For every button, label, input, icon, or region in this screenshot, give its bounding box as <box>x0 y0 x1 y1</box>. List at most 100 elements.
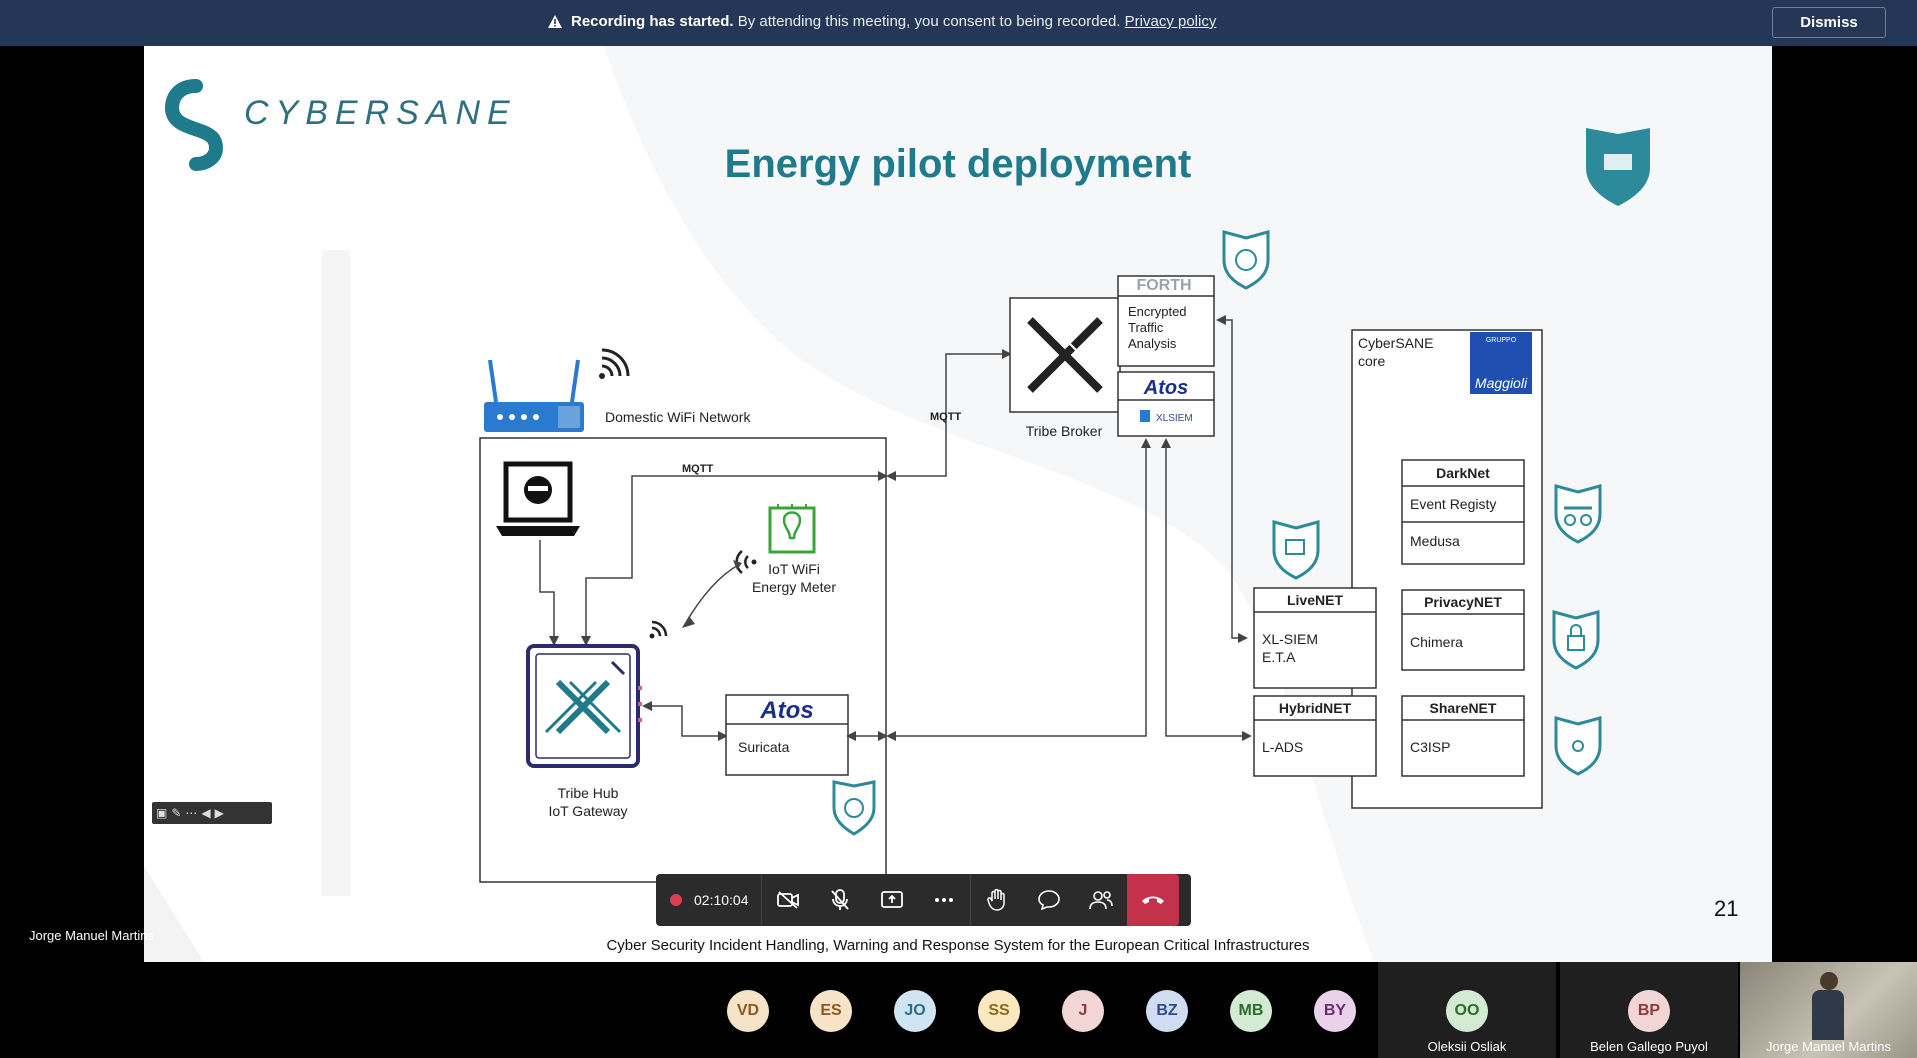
presenter-pen-icon[interactable]: ✎ <box>171 806 182 820</box>
more-options-button[interactable] <box>918 874 970 926</box>
participant-initials: ES <box>820 1002 842 1019</box>
eta-label-3: Analysis <box>1128 336 1177 351</box>
banner-bold: Recording has started. <box>571 13 734 30</box>
livenet-item-1: XL-SIEM <box>1262 631 1318 647</box>
signal-icon <box>735 550 757 574</box>
xlsiem-icon <box>1140 410 1150 422</box>
chat-icon <box>1037 890 1060 910</box>
maggioli-logo <box>1470 332 1532 394</box>
meeting-timer: 02:10:04 <box>694 892 749 908</box>
participant-video[interactable]: Jorge Manuel Martins <box>1740 962 1917 1058</box>
presenter-toolbar: ▣ ✎ ⋯ ◀ ▶ <box>152 802 272 824</box>
eta-label-2: Traffic <box>1128 320 1164 335</box>
participant-name: Jorge Manuel Martins <box>1766 1039 1891 1054</box>
cybersane-shield-icon <box>832 780 876 836</box>
mqtt-label-outer: MQTT <box>930 411 961 423</box>
shared-slide: Domestic WiFi Network MQTT IoT WiFi Ener… <box>144 46 1772 962</box>
participant-avatar[interactable]: SS <box>978 990 1020 1032</box>
domestic-wifi-label: Domestic WiFi Network <box>605 409 751 425</box>
iot-meter-label-1: IoT WiFi <box>768 561 820 577</box>
share-screen-button[interactable] <box>866 874 918 926</box>
privacynet-box <box>1401 589 1525 671</box>
raise-hand-icon <box>986 889 1005 911</box>
raise-hand-button[interactable] <box>969 874 1023 926</box>
darknet-box <box>1401 459 1525 565</box>
presenter-screen-icon[interactable]: ▣ <box>156 806 168 820</box>
dismiss-button[interactable]: Dismiss <box>1772 7 1886 38</box>
speaker-name-label: Jorge Manuel Martins <box>29 928 154 943</box>
more-icon <box>934 898 953 902</box>
mic-off-button[interactable] <box>814 874 866 926</box>
recording-indicator: 02:10:04 <box>656 874 762 926</box>
sharenet-title: ShareNET <box>1430 700 1497 716</box>
participant-avatar[interactable]: ES <box>810 990 852 1032</box>
share-shield-icon <box>1554 716 1602 776</box>
livenet-box <box>1253 587 1377 689</box>
cybersane-shield-icon-top <box>1222 230 1270 290</box>
participant-initials: J <box>1078 1002 1088 1019</box>
participant-avatar[interactable]: J <box>1062 990 1104 1032</box>
participants-button[interactable] <box>1075 874 1127 926</box>
router-icon <box>484 359 584 432</box>
privacynet-title: PrivacyNET <box>1424 594 1502 610</box>
maggioli-label: Maggioli <box>1475 375 1528 391</box>
slide-footer: Cyber Security Incident Handling, Warnin… <box>606 937 1310 954</box>
tribe-hub-label-2: IoT Gateway <box>548 803 627 819</box>
forth-logo: FORTH <box>1136 277 1191 294</box>
participant-initials: BZ <box>1156 1002 1178 1019</box>
person-silhouette-body <box>1812 990 1844 1040</box>
participant-name: Oleksii Osliak <box>1427 1039 1507 1054</box>
participant-avatar[interactable]: JO <box>894 990 936 1032</box>
participant-avatar: OO <box>1446 990 1488 1032</box>
hybridnet-title: HybridNET <box>1279 700 1352 716</box>
participant-avatar[interactable]: BZ <box>1146 990 1188 1032</box>
participant-avatar: BP <box>1628 990 1670 1032</box>
livenet-shield-icon <box>1272 520 1320 580</box>
slide-diagram: Domestic WiFi Network MQTT IoT WiFi Ener… <box>144 46 1772 962</box>
cybersane-logo-icon <box>164 79 224 171</box>
livenet-item-2: E.T.A <box>1262 649 1296 665</box>
suricata-label: Suricata <box>738 739 790 755</box>
iot-meter-label-2: Energy Meter <box>752 579 836 595</box>
tribe-broker-label: Tribe Broker <box>1026 423 1103 439</box>
people-icon <box>1088 891 1113 910</box>
participant-avatar[interactable]: VD <box>727 990 769 1032</box>
forth-eta-box <box>1117 275 1215 367</box>
privacynet-item: Chimera <box>1410 634 1463 650</box>
shield-solar-icon <box>1586 128 1650 206</box>
tribe-hub-icon <box>526 644 642 768</box>
participant-name: Belen Gallego Puyol <box>1590 1039 1708 1054</box>
presenter-next-icon[interactable]: ▶ <box>214 806 224 820</box>
presenter-prev-icon[interactable]: ◀ <box>201 806 211 820</box>
livenet-title: LiveNET <box>1287 592 1343 608</box>
meeting-controls: 02:10:04 <box>656 874 1191 926</box>
sharenet-box <box>1401 695 1525 777</box>
participant-avatar[interactable]: MB <box>1230 990 1272 1032</box>
participant-avatar[interactable]: BY <box>1314 990 1356 1032</box>
eta-label-1: Encrypted <box>1128 304 1187 319</box>
privacy-policy-link[interactable]: Privacy policy <box>1124 13 1217 30</box>
participant-initials: VD <box>736 1002 760 1019</box>
participant-initials: MB <box>1238 1002 1264 1019</box>
participant-tile[interactable]: BP Belen Gallego Puyol <box>1560 962 1738 1058</box>
atos-xlsiem-box <box>1117 371 1215 437</box>
warning-icon <box>548 15 562 28</box>
tribe-hub-label-1: Tribe Hub <box>558 785 619 801</box>
presenter-more-icon[interactable]: ⋯ <box>185 806 198 820</box>
camera-off-icon <box>776 891 799 909</box>
xlsiem-small-label: XLSIEM <box>1156 413 1193 424</box>
spy-shield-icon <box>1554 484 1602 544</box>
iot-meter-icon <box>768 504 816 554</box>
recording-banner: Recording has started. By attending this… <box>0 0 1917 46</box>
participant-tile[interactable]: OO Oleksii Osliak <box>1378 962 1556 1058</box>
tribe-broker-logo-icon <box>1027 317 1103 393</box>
lock-shield-icon <box>1552 610 1600 670</box>
participant-initials: BY <box>1323 1002 1347 1019</box>
chat-button[interactable] <box>1023 874 1075 926</box>
camera-off-button[interactable] <box>762 874 814 926</box>
hybridnet-item: L-ADS <box>1262 739 1303 755</box>
hang-up-button[interactable] <box>1126 874 1179 926</box>
atos-logo: Atos <box>1143 377 1188 399</box>
record-dot-icon <box>670 894 682 906</box>
slide-title: Energy pilot deployment <box>724 142 1192 186</box>
